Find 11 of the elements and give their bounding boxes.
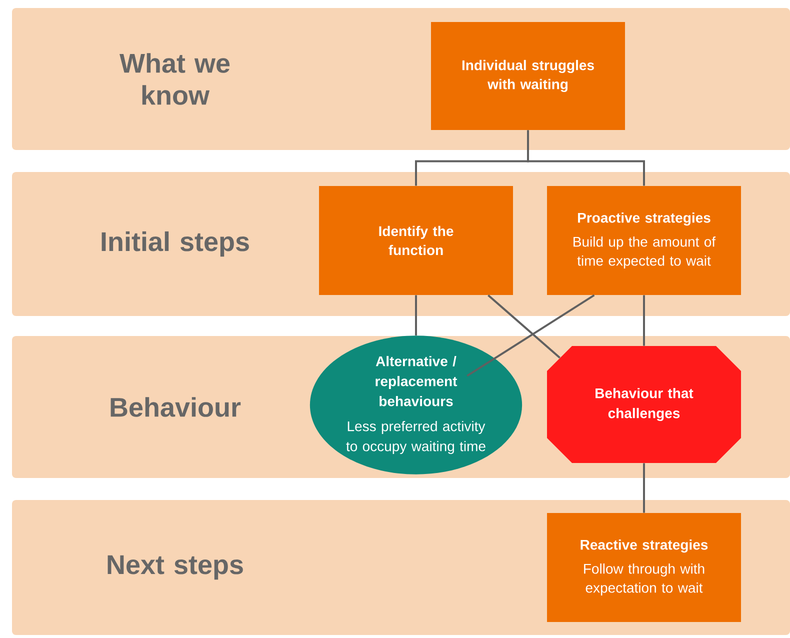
- process-box: Reactive strategies Follow through with expectation to wait: [547, 513, 741, 622]
- process-box: Identify the function: [319, 186, 513, 295]
- connector-line: [643, 463, 645, 513]
- octagon: Behaviour that challenges: [547, 346, 741, 463]
- connector-line: [415, 295, 417, 336]
- connector-line: [466, 294, 595, 377]
- connector-line: [643, 295, 645, 346]
- connector-line: [488, 294, 560, 359]
- process-box: Individual struggles with waiting: [431, 22, 625, 130]
- connector-line: [527, 130, 645, 186]
- process-box: Proactive strategies Build up the amount of time expected to wait: [547, 186, 741, 295]
